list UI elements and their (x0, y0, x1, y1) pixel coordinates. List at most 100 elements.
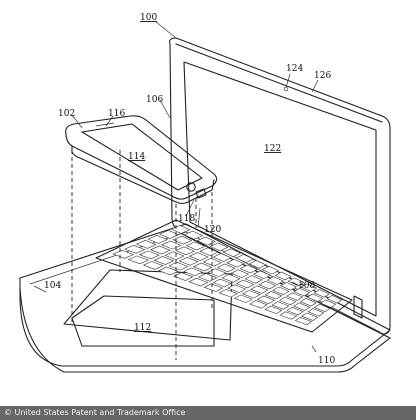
keyboard-key (286, 292, 304, 301)
keyboard-key (150, 245, 171, 255)
ref-124: 124 (286, 64, 303, 74)
keyboard-key (227, 284, 247, 293)
keyboard-key (313, 289, 330, 298)
keyboard-key (300, 283, 318, 292)
keyboard-key (226, 258, 245, 268)
keyboard-key (173, 272, 194, 281)
keyboard-key (222, 248, 242, 258)
keyboard-key (242, 290, 261, 299)
keyboard-key (218, 289, 239, 298)
projection-lines (71, 150, 213, 360)
keyboard-key (253, 270, 271, 280)
keyboard-key (293, 302, 311, 311)
keyboard-key (178, 256, 199, 266)
keyboard-key (235, 279, 255, 289)
keyboard-key (293, 287, 311, 297)
keyboard-key (264, 305, 283, 315)
keyboard-key (320, 299, 337, 308)
keyboard-key (153, 256, 175, 265)
side-port (353, 295, 363, 319)
keyboard-key (127, 255, 149, 265)
keyboard-key (138, 250, 160, 260)
keyboard-key (250, 285, 269, 294)
keyboard-key (279, 311, 298, 320)
keyboard-key (256, 295, 275, 305)
trackpad (71, 295, 215, 347)
ref-110: 110 (318, 356, 335, 366)
keyboard-key (233, 294, 253, 303)
leader-lines (33, 21, 319, 353)
ref-108: 108 (298, 281, 315, 291)
keyboard-key (192, 262, 213, 272)
keyboard-key (196, 236, 216, 246)
keyboard (112, 224, 343, 326)
keyboard-key (188, 277, 209, 287)
keyboard-key (261, 265, 280, 275)
camera-icon (283, 86, 289, 92)
keyboard-key (279, 282, 298, 291)
keyboard-key (313, 303, 331, 313)
keyboard-key (199, 247, 219, 257)
keyboard-key (244, 275, 263, 284)
display-screen (183, 61, 377, 317)
keyboard-well (95, 219, 353, 333)
keyboard-key (264, 291, 283, 300)
keyboard-key (158, 266, 179, 276)
keyboard-key (301, 312, 319, 321)
ref-100: 100 (140, 13, 157, 23)
keyboard-key (306, 293, 324, 303)
keyboard-key (112, 249, 135, 259)
keyboard-key (221, 274, 241, 283)
home-button-icon (186, 182, 196, 192)
keyboard-key (294, 316, 313, 326)
keyboard-key (209, 242, 229, 252)
ref-102: 102 (58, 109, 75, 119)
ref-112: 112 (134, 323, 151, 333)
keyboard-key (216, 263, 236, 273)
keyboard-key (158, 229, 180, 239)
ref-114: 114 (128, 152, 145, 162)
ref-106: 106 (146, 95, 163, 105)
keyboard-key (185, 241, 206, 251)
phone-screen (81, 123, 203, 191)
keyboard-key (172, 235, 193, 245)
ref-126: 126 (314, 71, 331, 81)
speaker-slot (95, 122, 115, 127)
keyboard-key (235, 254, 254, 263)
keyboard-key (278, 296, 297, 306)
keyboard-key (271, 301, 290, 310)
keyboard-key (188, 252, 209, 261)
ref-120: 120 (204, 225, 221, 235)
keyboard-key (274, 271, 292, 281)
phone (65, 115, 218, 205)
keyboard-key (123, 244, 146, 254)
ref-116: 116 (108, 109, 125, 119)
phone-connector (195, 188, 207, 199)
keyboard-key (212, 278, 232, 288)
keyboard-key (299, 298, 317, 307)
keyboard-key (326, 295, 343, 304)
dock-outline (63, 269, 233, 341)
keyboard-key (239, 264, 258, 274)
keyboard-key (248, 259, 267, 269)
keyboard-key (307, 308, 325, 317)
keyboard-key (142, 261, 164, 270)
ref-104: 104 (44, 281, 61, 291)
keyboard-key (287, 277, 305, 287)
keyboard-key (266, 276, 284, 285)
keyboard-key (135, 239, 157, 249)
keyboard-key (272, 286, 290, 296)
keyboard-key (164, 251, 185, 261)
image-credit: © United States Patent and Trademark Off… (0, 406, 416, 420)
keyboard-key (249, 300, 268, 309)
keyboard-key (168, 261, 189, 271)
ref-118: 118 (178, 214, 195, 224)
keyboard-key (183, 230, 204, 240)
keyboard-key (286, 306, 304, 316)
keyboard-key (183, 267, 204, 277)
keyboard-key (147, 234, 168, 244)
keyboard-key (175, 246, 196, 256)
keyboard-key (258, 280, 277, 290)
ref-122: 122 (264, 144, 281, 154)
